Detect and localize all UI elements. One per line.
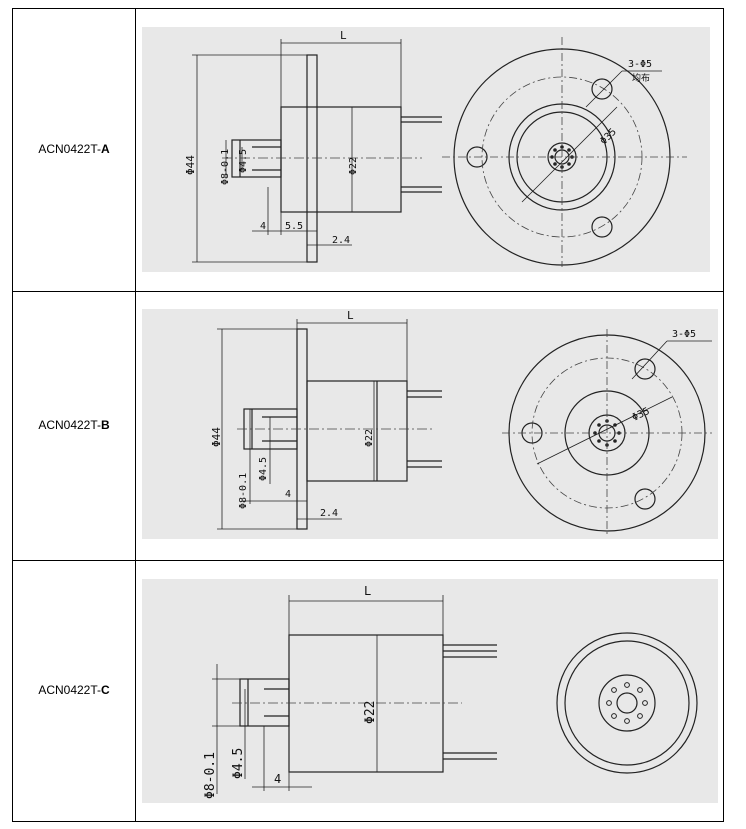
body-a <box>280 106 402 213</box>
flange-a <box>306 54 318 263</box>
dim-shaft-dia-a: Φ8-0.1 <box>220 149 231 185</box>
dim-body-dia-c: Φ22 <box>363 701 378 724</box>
shaft-a <box>231 139 282 178</box>
mount-hole-b <box>634 488 656 510</box>
dim-shaft-len-c: 4 <box>274 772 281 786</box>
drawing-c: L Φ22 Φ8-0.1 Φ4.5 4 <box>203 584 698 799</box>
mount-hole-a <box>591 216 613 238</box>
body-circle-c <box>556 632 698 774</box>
dim-length-c: L <box>364 584 371 598</box>
model-label-c: ACN0422T-C <box>38 683 110 697</box>
dim-step-len-a: 5.5 <box>285 221 303 232</box>
dim-bore-dia-b: Φ4.5 <box>258 457 269 481</box>
dim-body-dia-a: Φ22 <box>348 157 359 175</box>
dim-body-dia-b: Φ22 <box>364 429 375 447</box>
dim-outer-dia-b: Φ44 <box>210 427 223 447</box>
dim-holes-note-a: 均布 <box>632 72 650 84</box>
row-divider <box>13 291 723 292</box>
column-divider <box>135 9 136 821</box>
dim-bore-dia-c: Φ4.5 <box>231 748 246 779</box>
dim-outer-dia-a: Φ44 <box>184 155 197 175</box>
mount-hole-a <box>591 78 613 100</box>
drawing-panel-c: L Φ22 Φ8-0.1 Φ4.5 4 <box>142 579 718 803</box>
dim-length-a: L <box>340 29 347 42</box>
dim-flange-thk-b: 2.4 <box>320 508 338 519</box>
drawing-a: L Φ44 Φ8-0.1 Φ4.5 Φ22 4 5.5 2.4 <box>184 29 687 267</box>
dim-shaft-dia-b: Φ8-0.1 <box>238 473 249 509</box>
dim-length-b: L <box>347 309 354 322</box>
dim-holes-b: 3-Φ5 <box>672 329 696 340</box>
shaft-circle-c <box>598 674 656 732</box>
dim-shaft-len-a: 4 <box>260 221 266 232</box>
model-label-a: ACN0422T-A <box>38 142 110 156</box>
dim-flange-thk-a: 2.4 <box>332 235 350 246</box>
dim-shaft-len-b: 4 <box>285 489 291 500</box>
dim-bolt-circle-a: Φ35 <box>598 127 619 148</box>
dim-holes-a: 3-Φ5 <box>628 59 652 70</box>
drawing-panel-b: L Φ44 Φ8-0.1 Φ4.5 Φ22 4 2.4 <box>142 309 718 539</box>
shaft-c <box>239 678 290 727</box>
dim-shaft-dia-c: Φ8-0.1 <box>203 752 218 799</box>
body-b <box>306 380 408 482</box>
dim-bore-dia-a: Φ4.5 <box>238 149 249 173</box>
drawing-panel-a: L Φ44 Φ8-0.1 Φ4.5 Φ22 4 5.5 2.4 <box>142 27 710 272</box>
model-label-b: ACN0422T-B <box>38 418 110 432</box>
mount-hole-b <box>634 358 656 380</box>
drawing-b: L Φ44 Φ8-0.1 Φ4.5 Φ22 4 2.4 <box>210 309 712 534</box>
row-divider <box>13 560 723 561</box>
drawing-table: ACN0422T-A ACN0422T-B ACN0422T-C <box>12 8 724 822</box>
